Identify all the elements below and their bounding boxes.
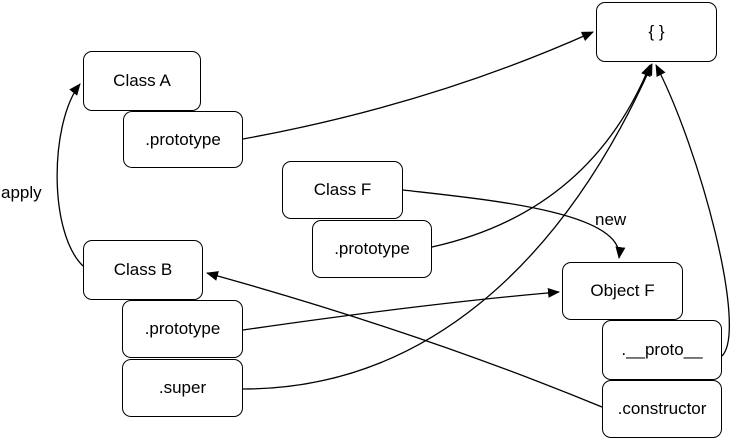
node-class-b: Class B xyxy=(83,240,203,300)
edge-super-to-object-literal xyxy=(242,63,653,390)
node-class-f-prototype: .prototype xyxy=(312,220,432,278)
node-object-f-proto: .__proto__ xyxy=(602,320,722,380)
node-class-f: Class F xyxy=(282,161,403,219)
edge-prototypef-to-object-literal xyxy=(431,64,651,248)
node-object-literal: { } xyxy=(596,2,717,62)
edge-constructor-to-classb xyxy=(206,271,603,408)
node-class-a-prototype: .prototype xyxy=(123,111,243,168)
node-object-f: Object F xyxy=(562,262,683,320)
node-object-f-constructor: .constructor xyxy=(602,380,722,438)
edge-prototypeb-to-objectf xyxy=(242,287,560,331)
edge-proto-to-object-literal xyxy=(655,64,730,357)
edge-label-new: new xyxy=(595,210,627,229)
node-class-b-super: .super xyxy=(122,359,243,417)
edge-new-classf-to-objectf xyxy=(402,189,626,259)
node-class-a: Class A xyxy=(83,51,201,111)
edge-prototypea-to-object-literal xyxy=(242,31,594,140)
node-class-b-prototype: .prototype xyxy=(122,300,243,358)
edge-label-apply: apply xyxy=(1,183,42,202)
edge-apply-classb-to-classa xyxy=(56,83,84,267)
